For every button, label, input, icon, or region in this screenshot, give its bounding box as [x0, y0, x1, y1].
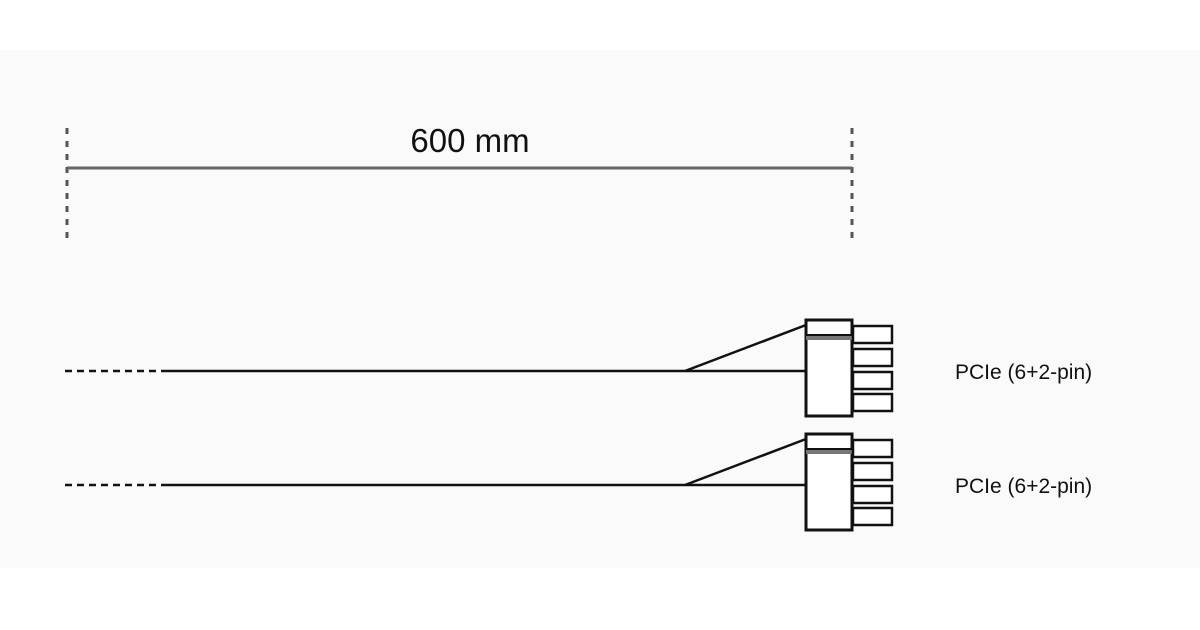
pcie-connector-icon [804, 318, 894, 418]
connector-pin [851, 392, 894, 413]
diagram-panel [0, 50, 1200, 568]
connector-pin [851, 484, 894, 505]
connector-pin [851, 506, 894, 527]
dimension-label: 600 mm [410, 122, 529, 159]
pcie-connector-icon [804, 432, 894, 532]
pcie-cable: PCIe (6+2-pin) [65, 318, 1092, 418]
connector-pin [851, 370, 894, 391]
connector-pin [851, 347, 894, 368]
pcie-cable: PCIe (6+2-pin) [65, 432, 1092, 532]
dimension-marker: 600 mm [65, 122, 854, 240]
cable-label: PCIe (6+2-pin) [955, 475, 1092, 498]
cable-branch-wire [684, 323, 807, 373]
connector-pin [851, 461, 894, 482]
connector-pin [851, 324, 894, 345]
connector-pin [851, 438, 894, 459]
cable-branch-wire [684, 437, 807, 487]
cable-label: PCIe (6+2-pin) [955, 361, 1092, 384]
